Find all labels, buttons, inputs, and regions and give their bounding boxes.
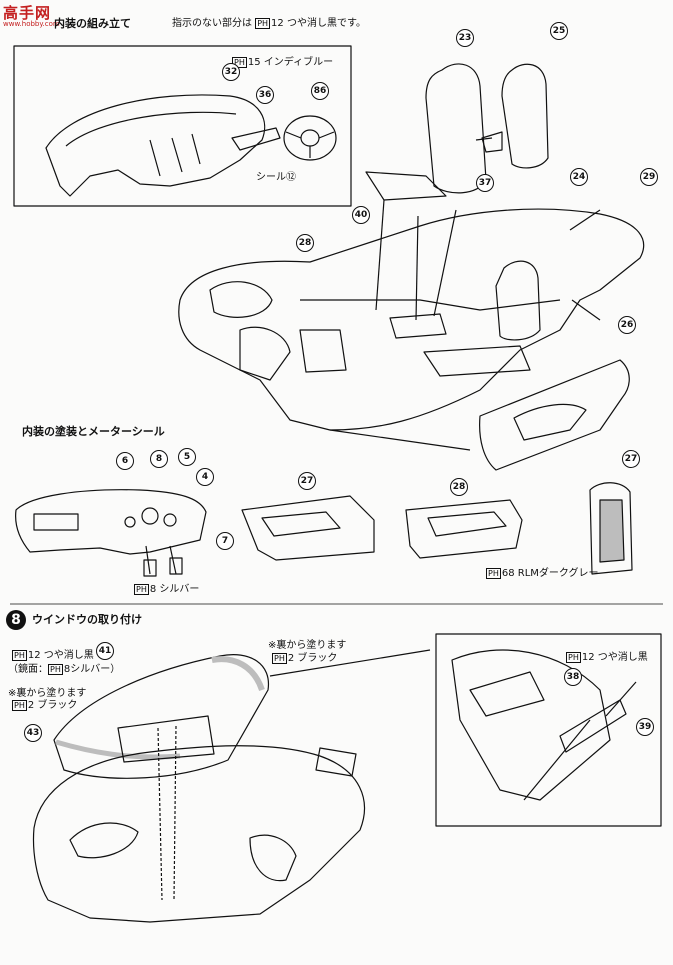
paint-num: 12: [581, 652, 595, 663]
paint-name: つや消し黒: [43, 650, 94, 661]
door-panel-27: [479, 359, 630, 471]
part-number: 39: [636, 718, 654, 736]
paint-prefix: PH: [232, 57, 247, 68]
paint-num: 12: [27, 650, 41, 661]
part-number: 40: [352, 206, 370, 224]
paint-note-lead: 指示のない部分は: [172, 18, 252, 29]
small-dashboard: [15, 489, 207, 555]
seat-rlm: [589, 482, 633, 575]
part-number: 4: [196, 468, 214, 486]
part-number: 6: [116, 452, 134, 470]
paint-name: シルバー: [159, 584, 200, 595]
part-number: 5: [178, 448, 196, 466]
step-number-badge: 8: [6, 610, 26, 630]
door-panel-small-27: [241, 495, 375, 561]
part-number: 36: [256, 86, 274, 104]
steering-wheel: [283, 115, 337, 161]
mirror-tail: シルバー）: [70, 664, 121, 675]
interior-tub: [178, 208, 645, 431]
part-number: 28: [450, 478, 468, 496]
paint-name: つや消し黒: [597, 652, 648, 663]
paint-prefix: PH: [12, 700, 27, 711]
dashboard-drawing: [45, 94, 266, 197]
seal-label: シール⑫: [256, 172, 296, 183]
paint-prefix: PH: [134, 584, 149, 595]
body-shell: [32, 745, 365, 923]
paint-name: ブラック: [297, 653, 338, 664]
part-number: 24: [570, 168, 588, 186]
paint-num: 15: [247, 57, 261, 68]
seat-25: [501, 63, 549, 169]
part-number: 8: [150, 450, 168, 468]
paint-prefix: PH: [12, 650, 27, 661]
paint-prefix: PH: [255, 18, 271, 29]
paint-note-num: 12: [271, 18, 284, 29]
part-number: 41: [96, 642, 114, 660]
window-inset-box: [435, 633, 662, 827]
part-number: 32: [222, 63, 240, 81]
part-number: 29: [640, 168, 658, 186]
section-title-interior: 内装の組み立て: [54, 17, 131, 30]
paint-num: 68: [501, 568, 515, 579]
part-number: 86: [311, 82, 329, 100]
paint-num: 8: [149, 584, 157, 595]
part-number: 27: [622, 450, 640, 468]
seat-23: [425, 63, 487, 194]
paint-name: RLMダークグレー: [517, 568, 599, 579]
part-number: 23: [456, 29, 474, 47]
paint-note-tail: つや消し黒です。: [286, 18, 366, 29]
part-number: 43: [24, 724, 42, 742]
paint-prefix: PH: [48, 664, 63, 675]
part-number: 37: [476, 174, 494, 192]
part-number: 27: [298, 472, 316, 490]
section-title-window: ウインドウの取り付け: [32, 613, 142, 626]
paint-prefix: PH: [486, 568, 501, 579]
mirror-lead: （鏡面：: [8, 664, 48, 675]
door-panel-small-28: [405, 499, 523, 559]
section-title-painting: 内装の塗装とメーターシール: [22, 425, 165, 438]
part-number: 7: [216, 532, 234, 550]
paint-prefix: PH: [272, 653, 287, 664]
paint-num: 2: [287, 653, 295, 664]
part-number: 25: [550, 22, 568, 40]
watermark-logo: 高手网: [3, 4, 52, 22]
part-number: 28: [296, 234, 314, 252]
part-number: 26: [618, 316, 636, 334]
paint-num: 2: [27, 700, 35, 711]
windshield-41: [53, 654, 270, 779]
back-paint-note-left: ※裏から塗ります: [8, 688, 87, 699]
watermark-url: www.hobby.com: [3, 20, 60, 28]
paint-name: インディブルー: [263, 57, 334, 68]
dashboard-inset-box: [13, 45, 352, 207]
back-paint-note-right: ※裏から塗ります: [268, 640, 347, 651]
part-number: 38: [564, 668, 582, 686]
paint-num: 8: [63, 664, 71, 675]
paint-name: ブラック: [37, 700, 78, 711]
paint-prefix: PH: [566, 652, 581, 663]
